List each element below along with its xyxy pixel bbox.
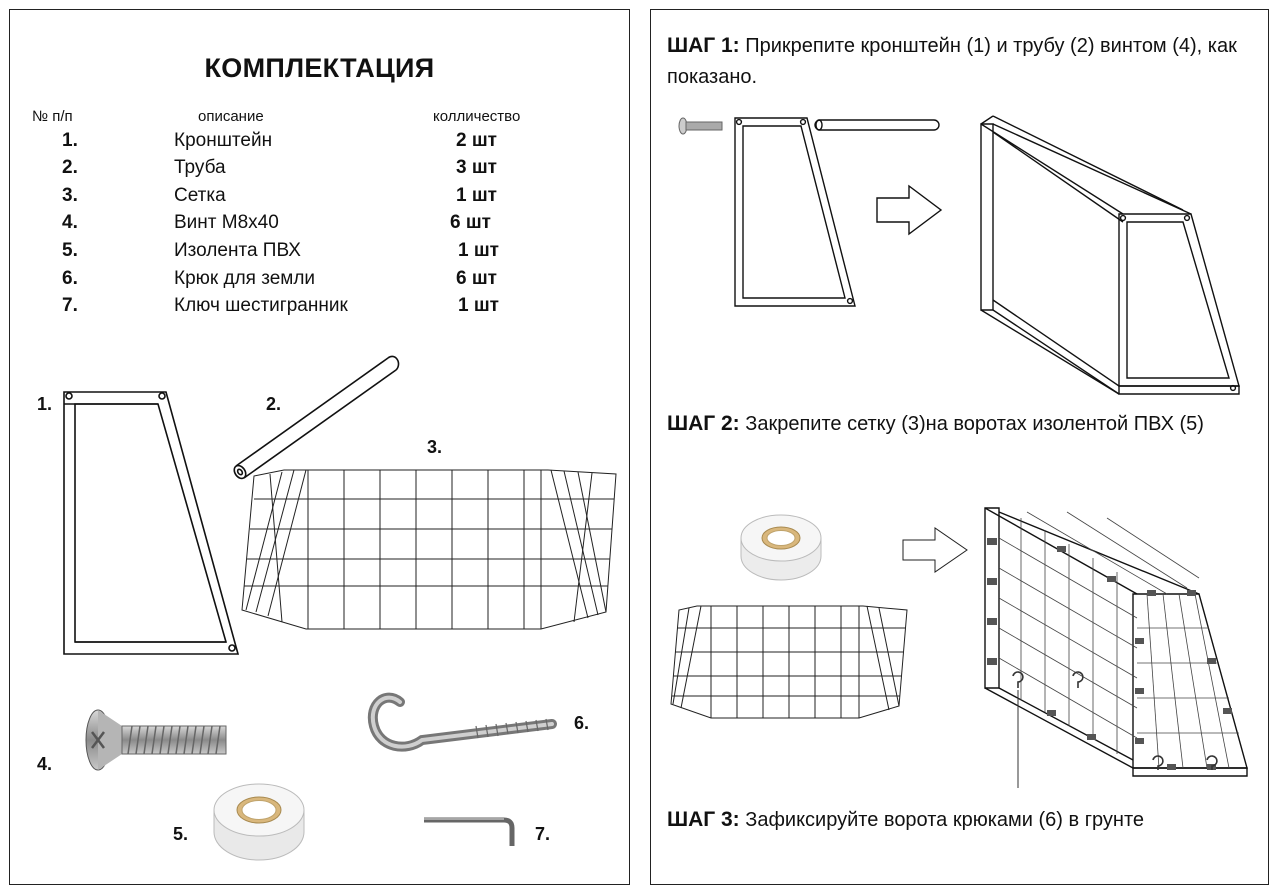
parts-row: 3. Сетка 1 шт xyxy=(10,185,629,212)
net-image xyxy=(241,469,617,630)
step3-block: ШАГ 3: Зафиксируйте ворота крюками (6) в… xyxy=(667,804,1257,836)
tape-image xyxy=(213,783,305,861)
bracket-image xyxy=(63,391,240,655)
pipe-label: 2. xyxy=(266,394,282,414)
part-number: 1. xyxy=(62,130,78,151)
header-number: № п/п xyxy=(32,108,73,125)
components-panel: КОМПЛЕКТАЦИЯ № п/п описание колличество … xyxy=(9,9,630,885)
part-quantity: 6 шт xyxy=(450,212,491,233)
step1-block: ШАГ 1: Прикрепите кронштейн (1) и трубу … xyxy=(667,30,1252,93)
parts-row: 7. Ключ шестигранник 1 шт xyxy=(10,295,629,322)
part-description: Крюк для земли xyxy=(174,268,316,289)
assembly-panel: ШАГ 1: Прикрепите кронштейн (1) и трубу … xyxy=(650,9,1269,885)
part-number: 2. xyxy=(62,157,78,178)
part-quantity: 1 шт xyxy=(456,185,497,206)
header-quantity: колличество xyxy=(433,108,521,125)
step2-block: ШАГ 2: Закрепите сетку (3)на воротах изо… xyxy=(667,408,1252,440)
screw-image xyxy=(85,709,227,771)
header-description: описание xyxy=(198,108,264,125)
part-number: 6. xyxy=(62,268,78,289)
pipe-image xyxy=(233,355,400,480)
part-description: Изолента ПВХ xyxy=(174,240,301,261)
parts-row: 6. Крюк для земли 6 шт xyxy=(10,268,629,295)
hex-key-image xyxy=(424,817,515,846)
part-number: 4. xyxy=(62,212,78,233)
step2-diagram xyxy=(670,507,1248,788)
net-label: 3. xyxy=(427,437,443,457)
parts-row: 5. Изолента ПВХ 1 шт xyxy=(10,240,629,267)
parts-row: 4. Винт М8х40 6 шт xyxy=(10,212,629,239)
parts-row: 1. Кронштейн 2 шт xyxy=(10,130,629,157)
part-number: 7. xyxy=(62,295,78,316)
part-description: Кронштейн xyxy=(174,130,273,151)
screw-label: 4. xyxy=(37,754,53,774)
part-quantity: 1 шт xyxy=(458,240,499,261)
step1-text: Прикрепите кронштейн (1) и трубу (2) вин… xyxy=(667,35,1237,88)
part-number: 5. xyxy=(62,240,78,261)
key-label: 7. xyxy=(535,824,551,844)
step2-label: ШАГ 2: xyxy=(667,412,740,435)
part-number: 3. xyxy=(62,185,78,206)
part-quantity: 1 шт xyxy=(458,295,499,316)
step3-label: ШАГ 3: xyxy=(667,808,740,831)
components-title: КОМПЛЕКТАЦИЯ xyxy=(204,53,435,83)
step1-diagram xyxy=(678,115,1240,395)
part-description: Труба xyxy=(174,157,226,178)
part-description: Винт М8х40 xyxy=(174,212,279,233)
hook-label: 6. xyxy=(574,713,590,733)
step2-text: Закрепите сетку (3)на воротах изолентой … xyxy=(745,413,1204,435)
part-quantity: 3 шт xyxy=(456,157,497,178)
part-description: Сетка xyxy=(174,185,226,206)
tape-label: 5. xyxy=(173,824,189,844)
parts-row: 2. Труба 3 шт xyxy=(10,157,629,184)
part-quantity: 6 шт xyxy=(456,268,497,289)
hook-image xyxy=(367,692,557,752)
step1-label: ШАГ 1: xyxy=(667,34,740,57)
part-description: Ключ шестигранник xyxy=(174,295,348,316)
part-quantity: 2 шт xyxy=(456,130,497,151)
step3-text: Зафиксируйте ворота крюками (6) в грунте xyxy=(745,809,1144,831)
bracket-label: 1. xyxy=(37,394,53,414)
